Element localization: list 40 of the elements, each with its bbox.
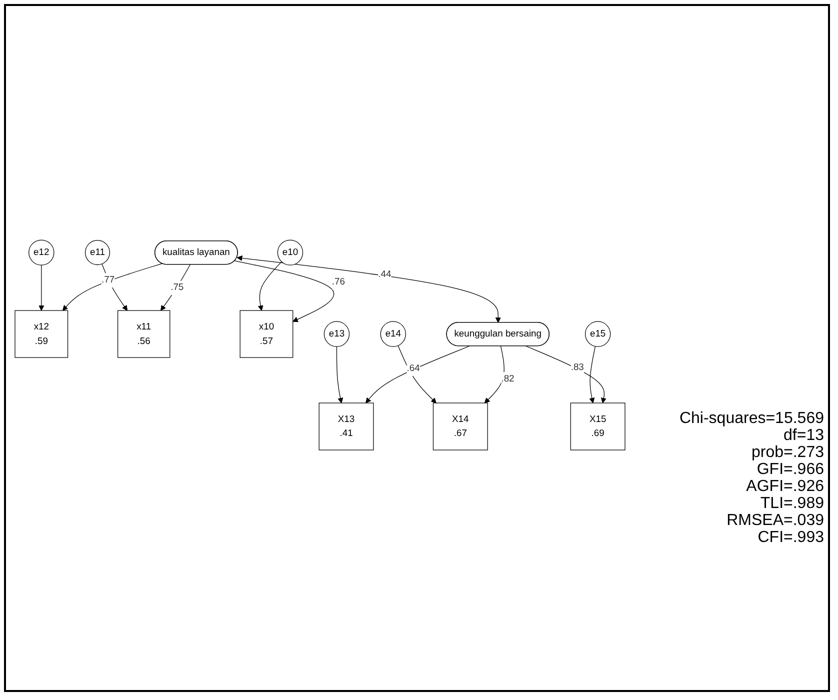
arrow [234, 260, 334, 322]
edge-label: .64 [406, 362, 420, 374]
arrow [336, 346, 344, 404]
edge-label: .75 [170, 282, 184, 293]
node-box: X13 .41 [318, 402, 374, 450]
node-box: x10 .57 [240, 310, 294, 358]
fit-statistic: CFI=.993 [756, 529, 824, 546]
arrow [38, 264, 44, 311]
fit-statistic: prob=.273 [750, 444, 824, 461]
edge-label: .82 [501, 373, 514, 384]
fit-statistic: RMSEA=.039 [726, 512, 824, 529]
arrow [589, 346, 596, 404]
edge-label: .83 [570, 362, 584, 373]
edge-label: .76 [332, 276, 346, 288]
fit-statistic: df=13 [782, 427, 824, 444]
node-box: X14 .67 [432, 402, 488, 450]
arrow [258, 261, 282, 311]
edge-label: .44 [378, 268, 392, 280]
node-circle: e12 [28, 240, 54, 266]
fit-statistic: GFI=.966 [756, 461, 824, 478]
node-circle: e10 [277, 240, 304, 266]
fit-statistic: Chi-squares=15.569 [679, 410, 824, 427]
node-box: X15 .69 [570, 402, 626, 450]
node-box: x12 .59 [14, 310, 68, 358]
arrow [62, 263, 162, 311]
arrow [102, 264, 128, 311]
fit-statistic: AGFI=.926 [745, 478, 824, 495]
arrow [526, 346, 606, 404]
arrow [366, 346, 470, 404]
node-circle: e11 [84, 240, 110, 266]
arrow [236, 255, 501, 323]
arrow [484, 346, 504, 404]
arrow [398, 345, 436, 404]
edge-label: .77 [102, 274, 115, 286]
node-box: x11 .56 [117, 310, 170, 358]
node-circle: e13 [324, 321, 350, 347]
fit-statistic: TLI=.989 [759, 495, 824, 512]
node-circle: e14 [380, 321, 406, 347]
node-circle: e15 [584, 321, 611, 347]
arrow [160, 264, 190, 311]
